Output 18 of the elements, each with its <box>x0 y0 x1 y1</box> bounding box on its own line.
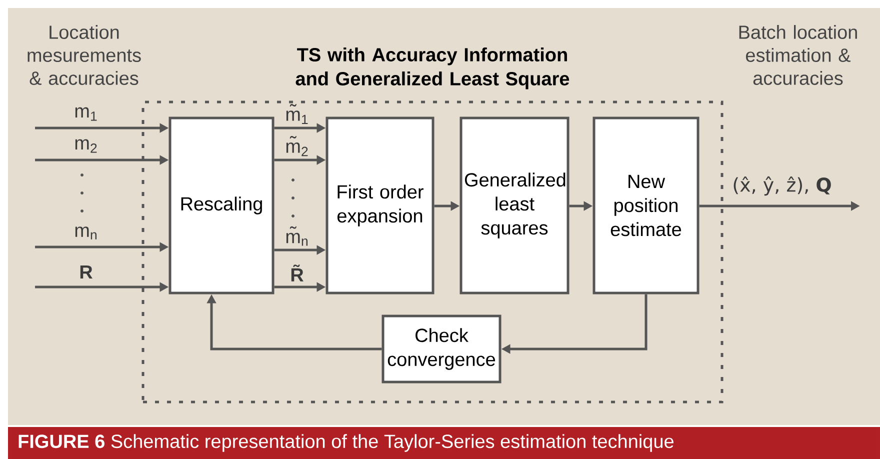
process-box: First order expansion <box>326 116 434 294</box>
edge-label: m̃$_{1}$ <box>286 104 308 124</box>
edge-label: m$_{1}$ <box>75 107 97 121</box>
edge-label: R <box>80 265 92 279</box>
edge-label: m$_{2}$ <box>75 139 97 153</box>
node-label: TS with Accuracy Information and Generalized Least Square <box>296 48 570 90</box>
process-box: New position estimate <box>592 116 700 294</box>
caption-bar: FIGURE 6 Schematic representation of the Taylor-Series estimation technique <box>8 427 880 459</box>
process-box: Check convergence <box>382 314 502 384</box>
edge-label: (x̂, ŷ, ẑ), Q <box>734 176 831 196</box>
edge-label: R̃ <box>291 264 304 282</box>
edge-label: m̃$_{2}$ <box>286 136 308 156</box>
process-box: Rescaling <box>168 116 274 294</box>
process-box: Generalized least squares <box>460 116 570 294</box>
edge-label: m̃$_{n}$ <box>286 226 308 246</box>
edge-label: m$_{n}$ <box>75 226 96 240</box>
io-label: Location mesurements & accuracies <box>28 25 141 85</box>
io-label: Batch location estimation & accuracies <box>739 25 857 85</box>
